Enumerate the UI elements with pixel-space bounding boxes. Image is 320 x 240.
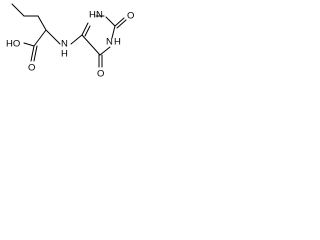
molecule-diagram: HO O N H N H H N O O <box>0 0 142 85</box>
atom-ring-n4-h-label: H <box>114 37 121 48</box>
bond-alpha-carboxyl <box>33 29 47 47</box>
bond-ring-n4-c5 <box>99 46 111 56</box>
atom-amine-h-label: H <box>61 49 68 60</box>
atom-ring-n4-label: N <box>106 37 113 48</box>
atom-ring-n1-label: N <box>96 10 103 21</box>
bond-ring-n2-c3 <box>105 16 116 27</box>
chemical-structure: HO O N H N H H N O O <box>6 3 134 80</box>
atom-amine-n-label: N <box>61 39 68 50</box>
bond-carbonyl-2 <box>33 45 38 62</box>
atom-ring-oxo-upper-label: O <box>127 11 134 22</box>
atom-carbonyl-o-label: O <box>28 63 35 74</box>
bond-ring-c3-n4 <box>111 25 116 39</box>
bond-ch2-alpha <box>37 15 47 31</box>
bond-c3-oxo-1 <box>114 17 125 27</box>
atom-hydroxyl-label: HO <box>6 39 20 50</box>
bond-carbonyl-1 <box>30 45 35 62</box>
bond-alpha-nh <box>45 29 61 45</box>
atom-ring-oxo-lower-label: O <box>97 69 104 80</box>
bond-carboxyl-oh <box>23 42 35 47</box>
bond-ring-c5-c6 <box>81 34 101 56</box>
bond-c3-oxo-2 <box>116 19 127 29</box>
bond-ring-c6-n1 <box>81 22 89 36</box>
bond-ethyl-terminal <box>11 3 25 17</box>
atom-ring-n1-h-label: H <box>89 10 96 21</box>
bond-ring-c6-n1-double <box>84 25 91 37</box>
bond-nh-ring <box>70 34 83 45</box>
